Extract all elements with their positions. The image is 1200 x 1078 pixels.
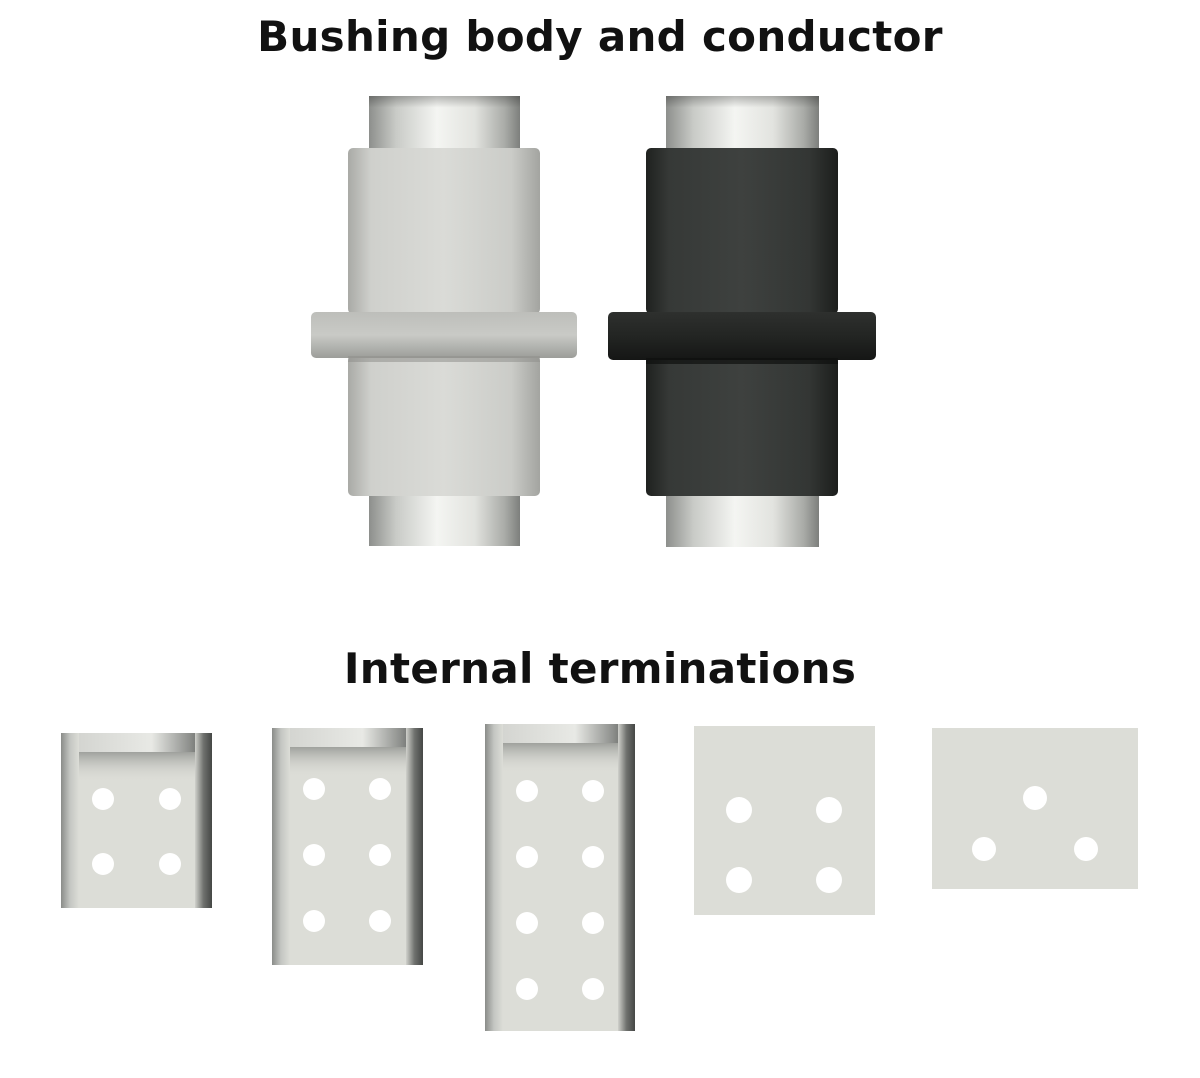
bolt-hole: [516, 780, 538, 802]
heading-bushing-body-and-conductor: Bushing body and conductor: [257, 12, 943, 61]
bolt-hole: [972, 837, 996, 861]
flange: [311, 312, 577, 358]
bolt-hole: [303, 778, 325, 800]
bolt-hole: [516, 846, 538, 868]
bolt-hole: [369, 910, 391, 932]
bolt-hole: [159, 853, 181, 875]
termination-flat-3-hole: [932, 728, 1138, 889]
conductor-bottom: [369, 490, 520, 546]
bolt-hole: [92, 853, 114, 875]
bolt-hole: [303, 844, 325, 866]
body-lower: [348, 356, 540, 496]
bolt-hole: [92, 788, 114, 810]
bolt-hole: [369, 778, 391, 800]
body-lower: [646, 356, 838, 496]
conductor-bottom: [666, 490, 819, 547]
bolt-hole: [582, 912, 604, 934]
bolt-hole: [303, 910, 325, 932]
bolt-hole: [516, 978, 538, 1000]
bolt-hole: [582, 846, 604, 868]
bolt-hole: [159, 788, 181, 810]
termination-angle-4-hole: [61, 733, 212, 908]
bolt-hole: [1023, 786, 1047, 810]
bolt-hole: [1074, 837, 1098, 861]
bolt-hole: [582, 978, 604, 1000]
bolt-hole: [369, 844, 391, 866]
heading-internal-terminations: Internal terminations: [343, 644, 857, 693]
termination-angle-8-hole: [485, 724, 635, 1031]
dark-bushing: [608, 96, 876, 547]
flange: [608, 312, 876, 360]
body-upper: [646, 148, 838, 314]
bolt-hole: [582, 780, 604, 802]
termination-angle-6-hole: [272, 728, 423, 965]
termination-flat-4-hole: [694, 726, 875, 915]
bolt-hole: [516, 912, 538, 934]
bolt-hole: [726, 797, 752, 823]
bolt-hole: [726, 867, 752, 893]
body-upper: [348, 148, 540, 314]
light-bushing: [311, 96, 577, 546]
bolt-hole: [816, 867, 842, 893]
bolt-hole: [816, 797, 842, 823]
